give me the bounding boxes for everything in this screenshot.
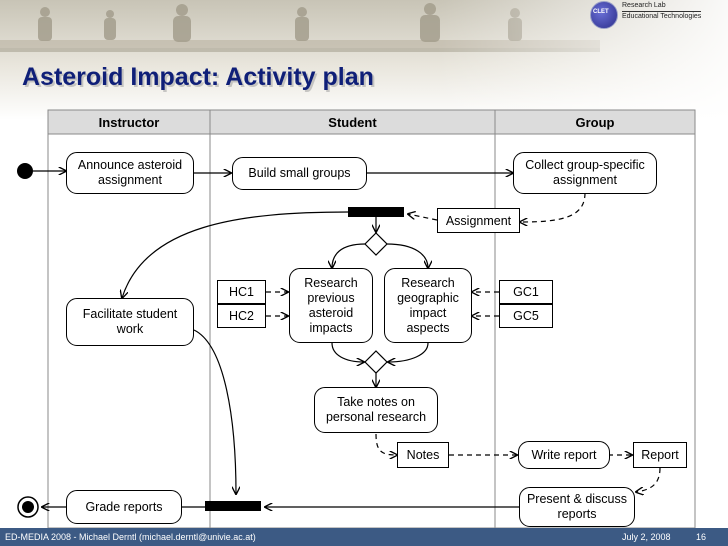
- object-assignment: Assignment: [437, 208, 520, 233]
- fork-bar: [348, 207, 404, 217]
- lane-header-student: Student: [328, 114, 377, 130]
- activity-collect-group-assignment: Collect group-specific assignment: [513, 152, 657, 194]
- research-lab-logo: CLET Research Lab Educational Technologi…: [590, 0, 728, 29]
- activity-take-notes: Take notes on personal research: [314, 387, 438, 433]
- activity-research-geographic-aspects: Research geographic impact aspects: [384, 268, 472, 343]
- decision-diamond: [364, 232, 388, 256]
- initial-node: [17, 163, 33, 179]
- object-report: Report: [633, 442, 687, 468]
- lane-header-instructor: Instructor: [98, 114, 160, 130]
- slide-title: Asteroid Impact: Activity plan: [22, 63, 374, 91]
- activity-facilitate-student-work: Facilitate student work: [66, 298, 194, 346]
- footer-date: July 2, 2008: [622, 532, 671, 542]
- object-gc5: GC5: [499, 304, 553, 328]
- lane-header-band: [47, 109, 696, 135]
- activity-announce-assignment: Announce asteroid assignment: [66, 152, 194, 194]
- activity-build-small-groups: Build small groups: [232, 157, 367, 190]
- lane-header-group: Group: [575, 114, 615, 130]
- object-hc2: HC2: [217, 304, 266, 328]
- merge-diamond: [364, 350, 388, 374]
- final-node-inner: [22, 501, 34, 513]
- logo-line-1: Research Lab: [622, 2, 666, 9]
- footer-credit: ED-MEDIA 2008 - Michael Derntl (michael.…: [5, 532, 256, 542]
- join-bar: [205, 501, 261, 511]
- activity-grade-reports: Grade reports: [66, 490, 182, 524]
- activity-present-discuss-reports: Present & discuss reports: [519, 487, 635, 527]
- object-hc1: HC1: [217, 280, 266, 304]
- clet-emblem-icon: [590, 1, 618, 29]
- logo-emblem-text: CLET: [593, 9, 609, 15]
- activity-write-report: Write report: [518, 441, 610, 469]
- activity-research-previous-impacts: Research previous asteroid impacts: [289, 268, 373, 343]
- footer-page-number: 16: [696, 532, 707, 542]
- logo-line-2: Educational Technologies: [622, 11, 702, 20]
- object-gc1: GC1: [499, 280, 553, 304]
- slide-footer: ED-MEDIA 2008 - Michael Derntl (michael.…: [0, 528, 728, 546]
- object-notes: Notes: [397, 442, 449, 468]
